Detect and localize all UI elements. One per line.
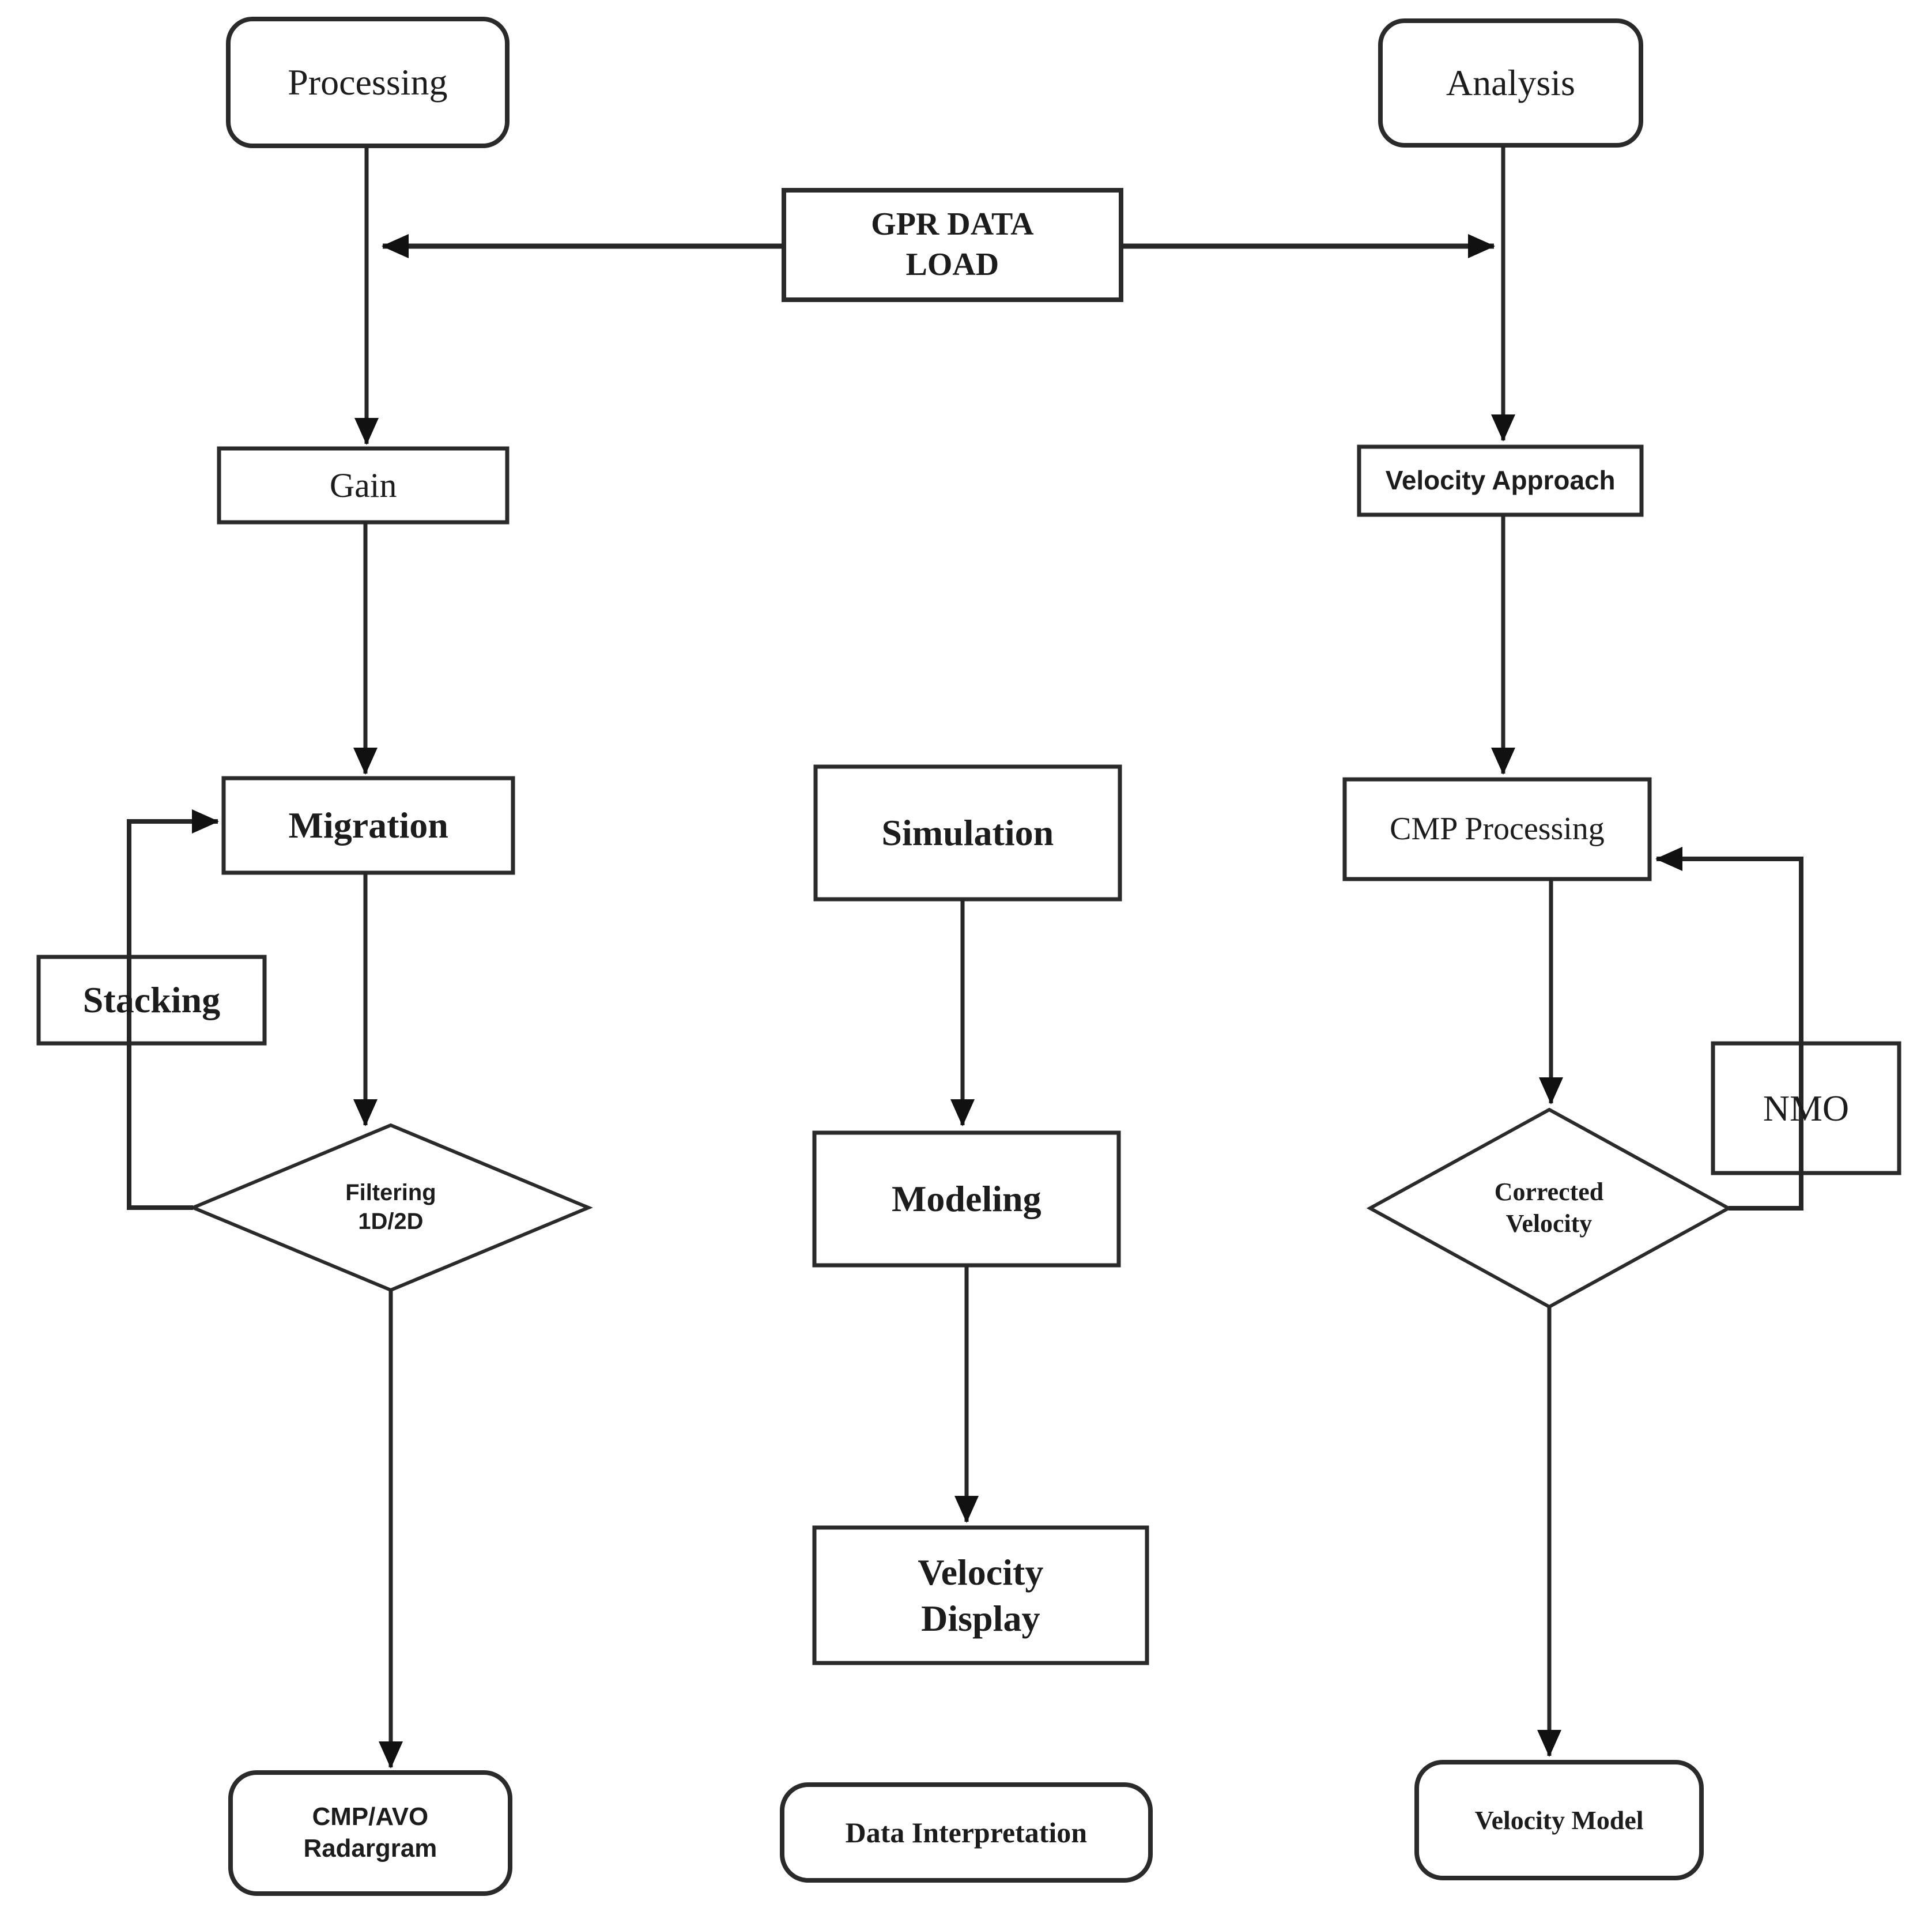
node-box-gpr-data-load (782, 188, 1123, 302)
node-box-stacking (36, 955, 267, 1046)
node-box-migration (221, 776, 515, 875)
edge-filtering-stacking-migration-loop (127, 809, 219, 1210)
node-box-cmp-processing (1342, 777, 1652, 881)
node-box-velocity-display (812, 1525, 1149, 1665)
node-diamond-filtering (188, 1123, 593, 1292)
node-diamond-corrected-velocity (1366, 1107, 1733, 1309)
node-box-simulation (813, 764, 1122, 902)
edge-corrected-nmo-cmp-loop (1655, 847, 1803, 1211)
node-box-analysis (1378, 18, 1643, 148)
node-box-velocity-approach (1357, 444, 1644, 517)
node-box-data-interpretation (780, 1782, 1153, 1883)
node-box-velocity-model (1414, 1760, 1704, 1880)
node-box-cmp-avo-radargram (228, 1770, 512, 1896)
node-box-modeling (812, 1130, 1121, 1268)
node-box-nmo (1711, 1041, 1901, 1175)
node-box-processing (226, 17, 510, 148)
node-box-gain (217, 446, 510, 525)
